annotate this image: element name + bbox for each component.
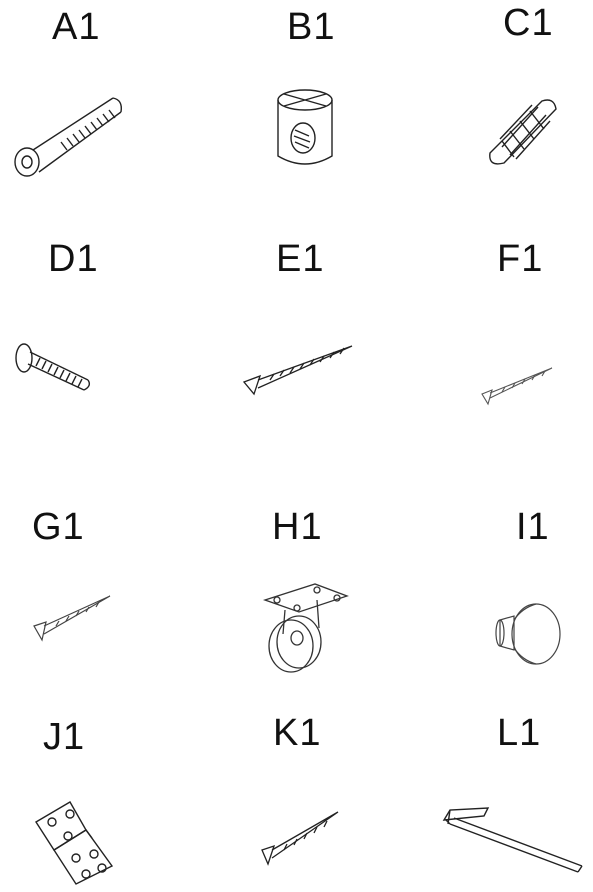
small-screw-icon bbox=[478, 362, 558, 407]
part-label-c1: C1 bbox=[503, 4, 554, 42]
knob-icon bbox=[492, 598, 567, 673]
wooden-dowel-icon bbox=[480, 95, 565, 170]
part-label-a1: A1 bbox=[52, 8, 100, 46]
part-label-l1: L1 bbox=[497, 714, 541, 752]
part-label-h1: H1 bbox=[272, 508, 323, 546]
long-screw-icon bbox=[240, 342, 360, 397]
part-label-i1: I1 bbox=[516, 508, 550, 546]
allen-key-icon bbox=[440, 800, 586, 882]
short-bolt-icon bbox=[12, 338, 97, 398]
part-label-f1: F1 bbox=[497, 240, 543, 278]
part-label-g1: G1 bbox=[32, 508, 85, 546]
part-label-j1: J1 bbox=[43, 718, 85, 756]
part-label-d1: D1 bbox=[48, 240, 99, 278]
part-label-e1: E1 bbox=[276, 240, 324, 278]
barrel-nut-icon bbox=[270, 88, 340, 173]
small-screw-icon bbox=[30, 592, 115, 647]
part-label-b1: B1 bbox=[287, 8, 335, 46]
medium-screw-icon bbox=[258, 806, 343, 868]
part-label-k1: K1 bbox=[273, 714, 321, 752]
connector-bolt-icon bbox=[5, 90, 135, 180]
corner-bracket-icon bbox=[30, 796, 120, 888]
caster-wheel-icon bbox=[255, 578, 355, 678]
